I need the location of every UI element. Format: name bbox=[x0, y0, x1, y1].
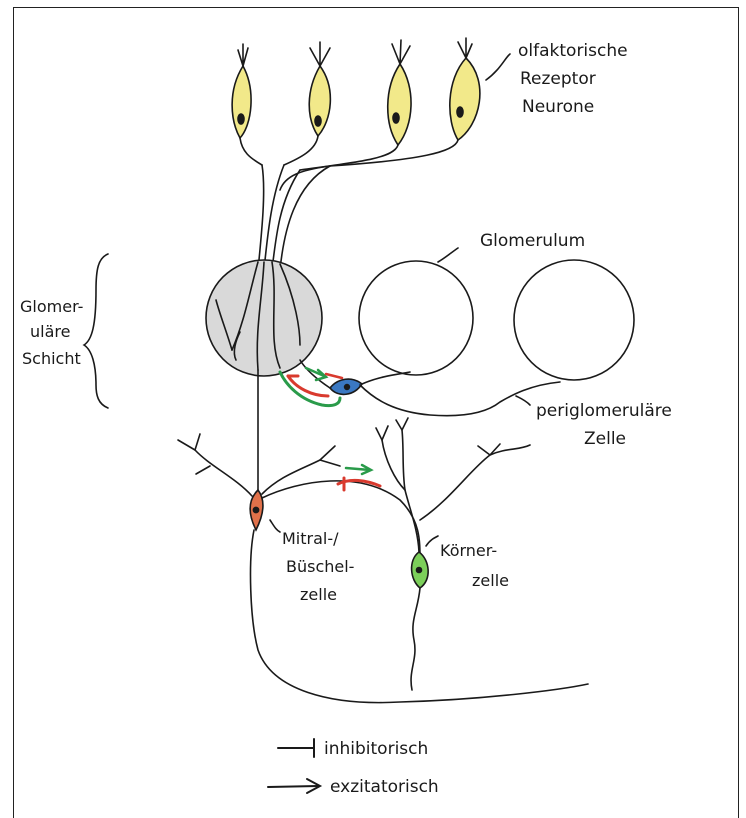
glomerulus-3 bbox=[514, 260, 634, 380]
receptor-neuron-1 bbox=[232, 44, 262, 165]
mitral-tufted-cell bbox=[178, 370, 588, 703]
label-receptor-line3: Neurone bbox=[522, 97, 594, 117]
label-receptor-line2: Rezeptor bbox=[520, 69, 596, 89]
label-layer-line1: Glomer- bbox=[20, 297, 83, 316]
label-periglomerular-line2: Zelle bbox=[584, 429, 626, 449]
label-granule-line1: Körner- bbox=[440, 541, 497, 560]
label-layer-line3: Schicht bbox=[22, 349, 81, 368]
label-glomerulum: Glomerulum bbox=[480, 231, 585, 251]
label-mitral-line1: Mitral-/ bbox=[282, 529, 339, 548]
label-granule-line2: zelle bbox=[472, 571, 509, 590]
legend-inhibitory-label: inhibitorisch bbox=[324, 739, 428, 759]
label-mitral-line2: Büschel- bbox=[286, 557, 354, 576]
label-receptor-line1: olfaktorische bbox=[518, 41, 628, 61]
label-mitral-line3: zelle bbox=[300, 585, 337, 604]
periglomerular-cell bbox=[300, 360, 560, 416]
glomerulus-innervated bbox=[206, 260, 322, 376]
legend-inhibitory-symbol bbox=[278, 739, 314, 757]
label-periglomerular-line1: periglomeruläre bbox=[536, 401, 672, 421]
layer-bracket bbox=[84, 254, 108, 408]
legend-excitatory-label: exzitatorisch bbox=[330, 777, 439, 797]
receptor-neuron-2 bbox=[284, 42, 330, 165]
legend-excitatory-symbol bbox=[268, 779, 320, 793]
receptor-axon-bundle bbox=[258, 165, 330, 270]
glomerulus-2 bbox=[359, 261, 473, 375]
label-layer-line2: uläre bbox=[30, 322, 70, 341]
